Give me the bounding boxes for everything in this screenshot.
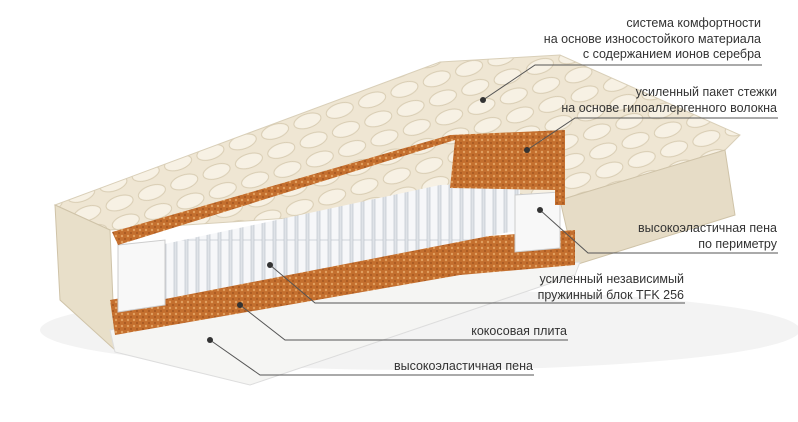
label-line: усиленный пакет стежки <box>635 85 777 99</box>
label-foam: высокоэластичная пена <box>394 359 533 375</box>
label-line: усиленный независимый <box>539 272 684 286</box>
quilted-top <box>53 54 741 231</box>
label-line: на основе гипоаллергенного волокна <box>561 100 777 115</box>
label-line: с содержанием ионов серебра <box>582 47 761 61</box>
label-quilting: усиленный пакет стежки на основе гипоалл… <box>561 85 777 116</box>
label-line: система комфортности <box>626 16 761 30</box>
leader-lines <box>209 64 778 376</box>
leader-dots <box>207 97 543 343</box>
label-spring-block: усиленный независимый пружинный блок TFK… <box>538 272 684 303</box>
label-line: высокоэластичная пена <box>393 359 533 373</box>
perimeter-foam-right <box>514 191 561 253</box>
label-comfort-system: система комфортности на основе износосто… <box>544 16 761 63</box>
spring-block <box>160 182 520 300</box>
label-coconut: кокосовая плита <box>471 324 567 340</box>
label-line: кокосовая плита <box>471 324 567 338</box>
perimeter-foam-left <box>117 239 166 313</box>
coconut-layer-lower <box>110 230 575 335</box>
label-perimeter-foam: высокоэластичная пена по периметру <box>638 221 777 252</box>
label-line: по периметру <box>698 236 777 251</box>
label-line: высокоэластичная пена <box>637 221 777 235</box>
label-line: на основе износостойкого материала <box>543 31 761 46</box>
label-line: пружинный блок TFK 256 <box>537 287 684 302</box>
coconut-layer-upper <box>112 130 565 245</box>
